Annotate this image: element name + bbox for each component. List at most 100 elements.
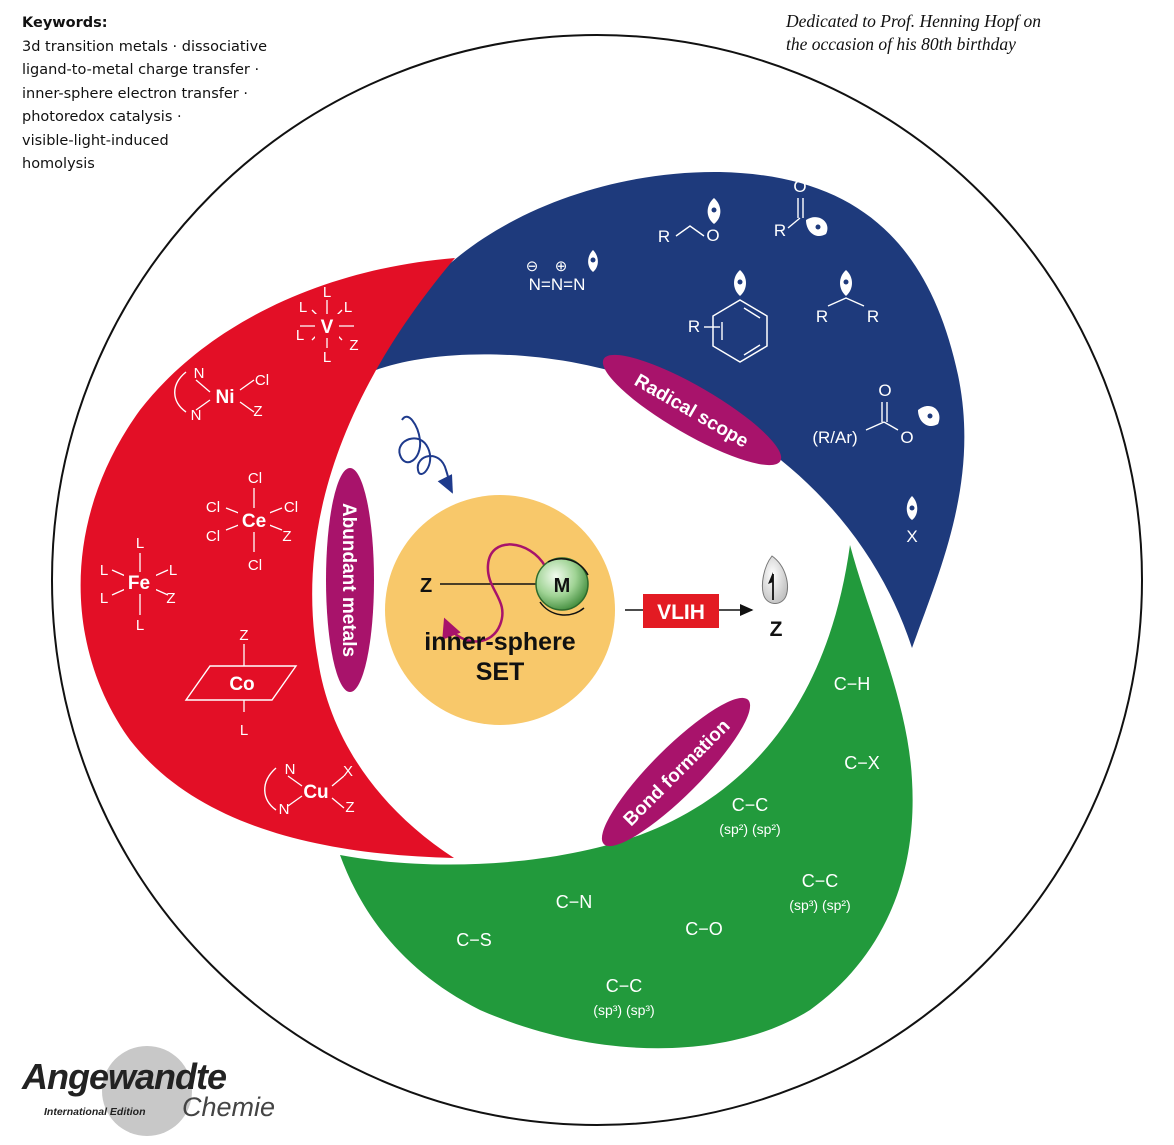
ce-cl: Cl [248, 557, 262, 574]
radical-scope-lobe [376, 171, 965, 648]
v-z: Z [349, 337, 358, 354]
alkoxy-r: R [658, 227, 670, 246]
cerium-complex: Cl Cl Cl Ce Cl Z Cl [206, 470, 298, 574]
v-center: V [321, 317, 334, 338]
fe-l: L [100, 562, 108, 579]
bond-c-c-sp2-sp2: C−C [732, 795, 769, 815]
bond-c-n: C−N [556, 892, 593, 912]
angewandte-logo: Angewandte International Edition Chemie [22, 1046, 292, 1140]
fe-l: L [136, 617, 144, 634]
bond-c-s: C−S [456, 930, 492, 950]
logo-sub: Chemie [182, 1092, 276, 1122]
cu-n: N [285, 761, 296, 778]
carboxyl-group: (R/Ar) [812, 428, 857, 447]
bond-c-h: C−H [834, 674, 871, 694]
bond-list: C−H C−X C−C (sp²) (sp²) C−C (sp³) (sp²) … [456, 674, 880, 1018]
ce-cl: Cl [284, 499, 298, 516]
bond-c-o: C−O [685, 919, 723, 939]
inner-sphere-set-circle [385, 495, 615, 725]
dedication: Dedicated to Prof. Henning Hopf on the o… [786, 10, 1156, 56]
ni-n: N [194, 365, 205, 382]
acyl-r: R [774, 221, 786, 240]
keywords-block: Keywords: 3d transition metals · dissoci… [22, 12, 322, 177]
nickel-complex: N N Ni Cl Z [174, 365, 269, 424]
ce-center: Ce [242, 511, 266, 532]
alkoxy-o: O [706, 226, 719, 245]
vanadium-complex: V L L L L L Z [296, 284, 359, 366]
aryl-r: R [688, 317, 700, 336]
azide-plus: ⊕ [555, 258, 568, 275]
azide-minus: ⊖ [526, 258, 539, 275]
cu-n: N [279, 801, 290, 818]
v-ligand: L [323, 349, 331, 366]
v-ligand: L [296, 327, 304, 344]
keyword-line: inner-sphere electron transfer · [22, 85, 248, 102]
fe-center: Fe [128, 573, 150, 594]
cobalt-complex: Z Co L [184, 627, 298, 739]
bond-hybridization: (sp²) (sp²) [719, 821, 780, 837]
light-wave-icon [398, 415, 453, 494]
center-m-label: M [554, 575, 571, 597]
vlih-label: VLIH [657, 601, 705, 624]
bond-formation-lobe [340, 545, 913, 1049]
vlih-product-z: Z [770, 618, 783, 641]
fe-l: L [100, 590, 108, 607]
fe-z: Z [166, 590, 175, 607]
alkyl-r: R [816, 307, 828, 326]
vlih-box [643, 594, 719, 628]
rotation-arrow-icon [539, 558, 589, 616]
keyword-line: homolysis [22, 156, 95, 172]
v-ligand: L [323, 284, 331, 301]
logo-edition: International Edition [44, 1106, 146, 1118]
co-center: Co [229, 674, 254, 695]
cu-center: Cu [303, 782, 328, 803]
ni-center: Ni [216, 387, 235, 408]
bond-c-c-sp3-sp3: C−C [606, 976, 643, 996]
bond-c-c-sp3-sp2: C−C [802, 871, 839, 891]
bond-hybridization: (sp³) (sp²) [789, 897, 850, 913]
outer-circle [51, 34, 1143, 1126]
keyword-line: visible-light-induced [22, 132, 169, 149]
keyword-line: 3d transition metals · dissociative [22, 38, 268, 55]
fe-l: L [169, 562, 177, 579]
bond-c-x: C−X [844, 753, 880, 773]
fe-l: L [136, 535, 144, 552]
co-z: Z [239, 627, 248, 644]
co-l: L [240, 722, 248, 739]
keywords-title: Keywords: [22, 15, 108, 31]
abundant-metals-lobe [80, 258, 455, 858]
center-title-line1: inner-sphere [424, 628, 576, 656]
v-ligand: L [299, 299, 307, 316]
acyl-o: O [793, 177, 806, 196]
bond-hybridization: (sp³) (sp³) [593, 1002, 654, 1018]
logo-disc [102, 1046, 192, 1136]
cu-x: X [343, 763, 353, 780]
cu-z: Z [345, 799, 354, 816]
electron-transfer-arrow [442, 543, 547, 643]
radical-droplet-icon [761, 555, 788, 604]
copper-complex: N N Cu X Z [264, 761, 355, 818]
abundant-metals-text: Abundant metals [338, 503, 359, 657]
carboxyl-o: O [900, 428, 913, 447]
radical-structures: ⊖ ⊕ N=N=N R O O R R R R O [526, 177, 940, 546]
ni-cl: Cl [255, 372, 269, 389]
ce-cl: Cl [206, 499, 220, 516]
alkyl-r: R [867, 307, 879, 326]
ce-z: Z [282, 528, 291, 545]
benzene-ring [712, 299, 768, 363]
center-title-line2: SET [476, 658, 525, 686]
logo-name: Angewandte [22, 1056, 227, 1097]
ce-cl: Cl [248, 470, 262, 487]
ni-n: N [191, 407, 202, 424]
iron-complex: L L L Fe L Z L [100, 535, 177, 634]
carboxyl-o: O [878, 381, 891, 400]
dedication-line: the occasion of his 80th birthday [786, 34, 1016, 54]
azide-formula: N=N=N [529, 275, 586, 294]
spin-arrow-head-icon [768, 572, 773, 584]
metal-sphere-icon [535, 557, 589, 611]
ni-z: Z [253, 403, 262, 420]
dedication-line: Dedicated to Prof. Henning Hopf on [786, 11, 1042, 31]
keyword-line: ligand-to-metal charge transfer · [22, 62, 260, 78]
halogen-x: X [906, 527, 917, 546]
